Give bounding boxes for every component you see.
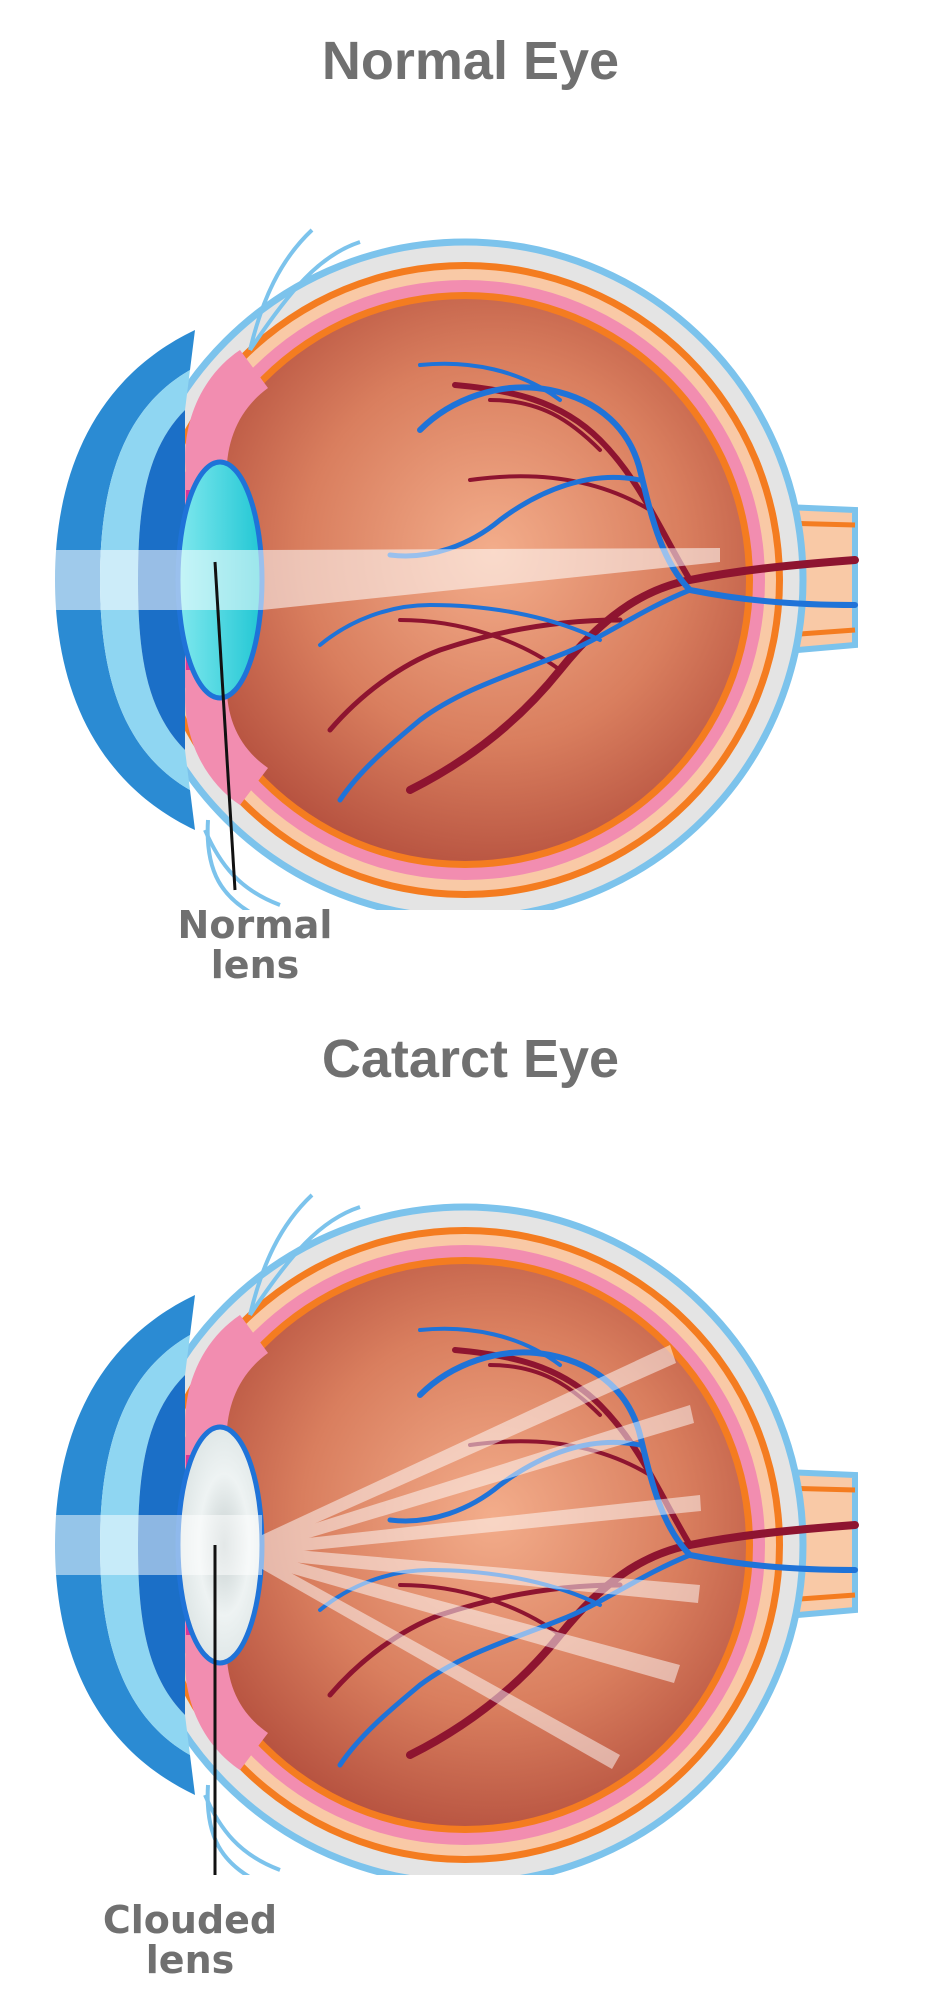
eyelid-lines xyxy=(203,1193,361,1875)
normal-lens-pointer xyxy=(213,561,237,891)
scattered-light-rays xyxy=(55,1345,701,1769)
clouded-lens-label-line1: Clouded xyxy=(102,1898,278,1942)
cataract-eye-title: Catarct Eye xyxy=(321,1029,620,1089)
normal-eye-title: Normal Eye xyxy=(321,31,620,91)
cataract-eye-diagram xyxy=(55,1193,859,1875)
normal-lens-label: Normal lens xyxy=(155,905,355,985)
light-ray xyxy=(55,548,720,610)
normal-lens-label-line1: Normal xyxy=(177,903,333,947)
clouded-lens-label: Clouded lens xyxy=(90,1900,290,1980)
normal-eye-diagram xyxy=(55,228,859,910)
clouded-lens-label-line2: lens xyxy=(145,1938,235,1982)
vitreous-body xyxy=(184,1264,746,1826)
blood-vessels xyxy=(318,361,859,803)
normal-lens-label-line2: lens xyxy=(210,943,300,987)
eyelid-lines xyxy=(203,228,361,910)
